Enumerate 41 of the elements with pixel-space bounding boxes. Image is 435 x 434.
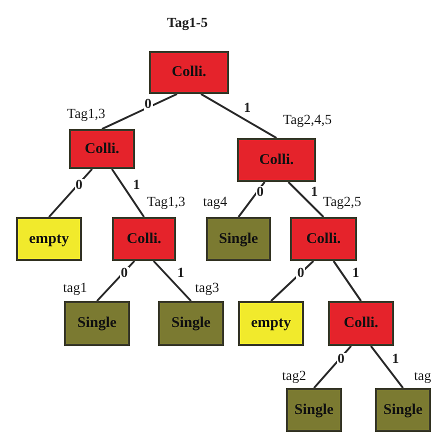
node-label: Single	[171, 315, 211, 332]
tree-branch-line	[200, 93, 277, 139]
tree-branch-line	[288, 181, 324, 218]
node-label: Colli.	[172, 64, 206, 81]
tree-branch-line	[152, 260, 192, 302]
node-label: Single	[294, 402, 334, 418]
tree-branch-line	[370, 345, 404, 389]
tree-branch-line	[313, 345, 352, 389]
tag-label: Tag1,3	[67, 108, 106, 122]
node-label: Colli.	[259, 152, 294, 168]
tree-branch-line	[270, 260, 314, 302]
tag-label: tag2	[282, 370, 306, 384]
tree-branch-line	[332, 260, 362, 302]
tag-label: Tag2,4,5	[283, 114, 332, 128]
tag-label: tag3	[195, 282, 220, 296]
node-label: Single	[77, 315, 117, 332]
tree-branch-line	[111, 168, 145, 218]
node-label: Colli.	[344, 315, 378, 332]
tree-branch-line	[238, 181, 266, 218]
tag-label: Tag1-5	[167, 17, 208, 31]
tag-label: tag	[414, 370, 432, 384]
node-label: Colli.	[126, 230, 162, 248]
tree-branch-line	[102, 93, 178, 130]
node-label: Single	[218, 230, 258, 248]
tag-label: tag4	[203, 196, 228, 210]
node-label: empty	[251, 315, 291, 332]
tag-label: Tag2,5	[323, 196, 362, 210]
node-label: empty	[29, 230, 69, 248]
branch-bit-label: 0	[296, 267, 306, 281]
tag-label: Tag1,3	[147, 196, 186, 210]
branch-bit-label: 0	[256, 186, 265, 200]
node-label: Colli.	[84, 140, 120, 158]
tree-node-box	[16, 217, 82, 261]
tree-node-box	[328, 301, 394, 346]
branch-bit-label: 0	[144, 98, 152, 112]
tag-label: tag1	[63, 282, 88, 296]
node-label: Colli.	[306, 230, 341, 248]
tree-branch-line	[48, 168, 93, 218]
branch-bit-label: 0	[120, 267, 129, 281]
node-label: Single	[383, 402, 423, 418]
tree-node-box	[238, 301, 304, 346]
